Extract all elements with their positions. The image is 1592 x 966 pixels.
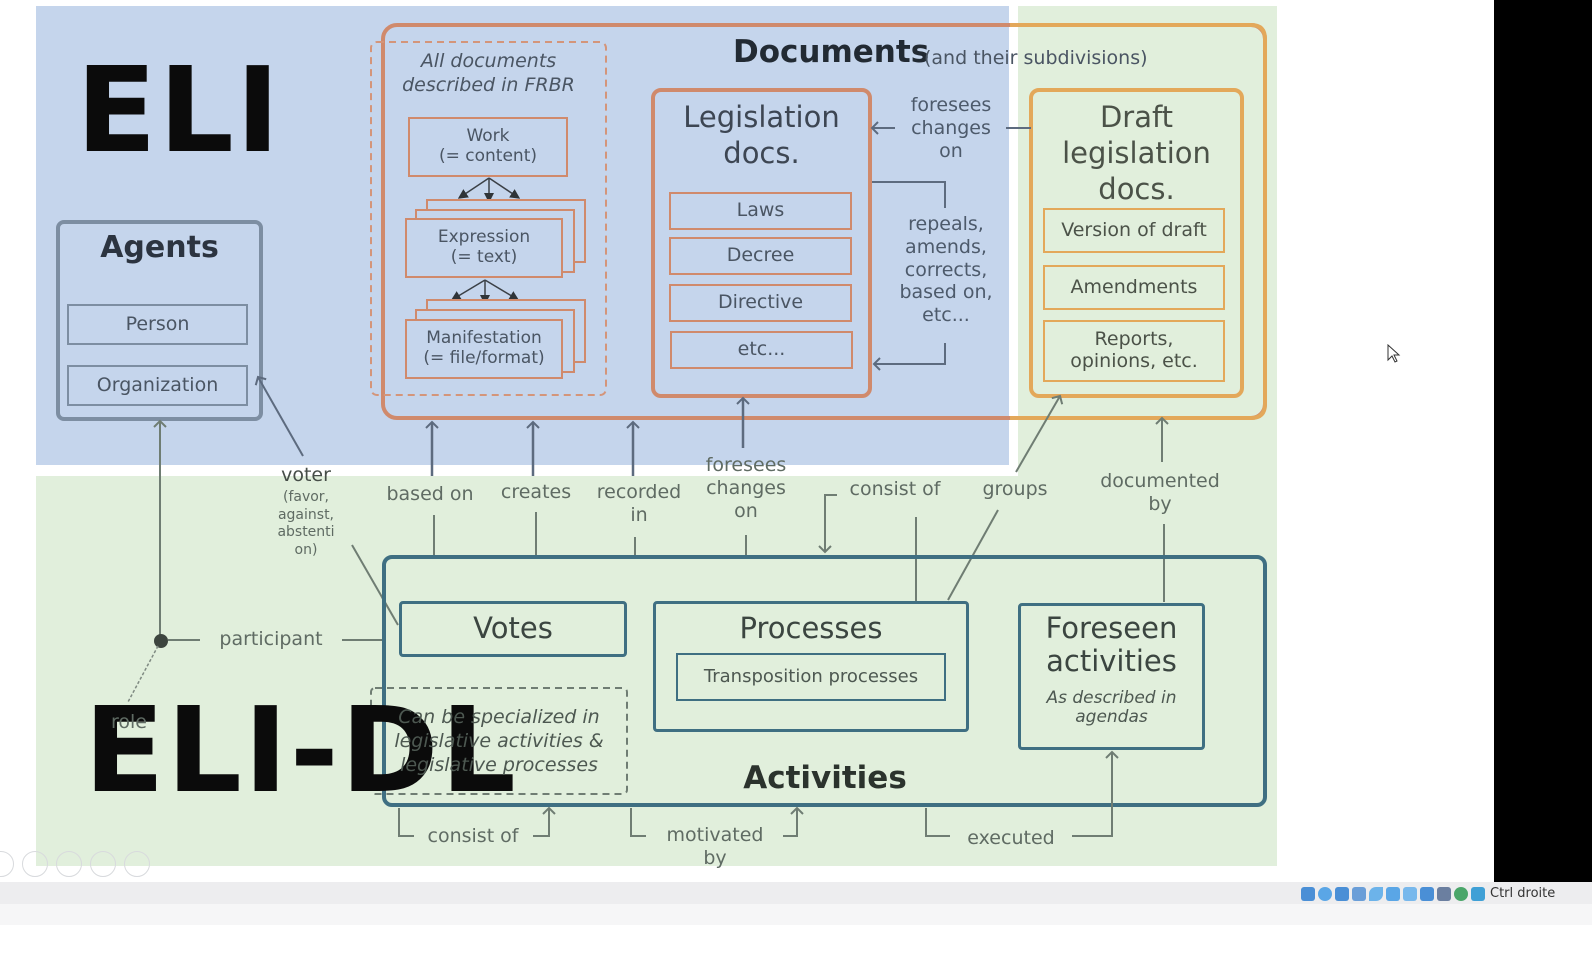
frbr-dashed-frame xyxy=(370,41,607,396)
activities-title: Activities xyxy=(743,760,907,796)
draft-item-amendments[interactable]: Amendments xyxy=(1043,265,1225,310)
manifestation-sublabel: (= file/format) xyxy=(423,348,545,368)
shared-folders-icon[interactable] xyxy=(1386,886,1400,901)
host-key-label: Ctrl droite xyxy=(1490,886,1556,901)
draft-frame xyxy=(1029,88,1244,398)
keyboard-icon[interactable] xyxy=(1471,886,1485,901)
based-on-label: based on xyxy=(386,483,474,505)
network-icon[interactable] xyxy=(1352,886,1366,901)
video-capture-icon[interactable] xyxy=(1420,886,1434,901)
repeals-amends-label: repeals, amends, corrects, based on, etc… xyxy=(899,213,993,327)
processes-title: Processes xyxy=(739,611,883,645)
status-tray: Ctrl droite xyxy=(1301,886,1555,901)
slideshow-controls xyxy=(0,851,150,877)
black-side-panel xyxy=(1494,0,1592,882)
agent-person[interactable]: Person xyxy=(67,304,248,345)
draft-title-line2: legislation xyxy=(1062,136,1211,170)
legislation-title-line2: docs. xyxy=(723,136,800,170)
work-label: Work xyxy=(466,126,510,147)
eli-dl-zone xyxy=(36,476,1277,866)
slides-overview-icon[interactable] xyxy=(22,851,48,877)
previous-slide-icon[interactable] xyxy=(0,851,14,877)
usb-icon[interactable] xyxy=(1369,886,1383,901)
executed-label: executed xyxy=(967,827,1055,849)
vm-status-bar xyxy=(0,882,1592,904)
specialized-note: Can be specialized in legislative activi… xyxy=(394,706,604,776)
agent-organization[interactable]: Organization xyxy=(67,365,248,406)
eli-dl-title: ELI-DL xyxy=(84,681,518,819)
frbr-title-line2: described in FRBR xyxy=(402,74,575,96)
frbr-manifestation-box[interactable]: Manifestation (= file/format) xyxy=(405,319,563,379)
votes-box[interactable]: Votes xyxy=(399,601,627,657)
mouse-cursor-icon xyxy=(1387,344,1401,363)
work-sublabel: (= content) xyxy=(439,146,537,166)
cpu-icon[interactable] xyxy=(1437,886,1451,901)
eli-title: ELI xyxy=(76,41,282,179)
specialized-dashed-frame xyxy=(370,687,628,795)
documents-title: Documents xyxy=(733,34,930,70)
creates-label: creates xyxy=(500,481,572,503)
audio-icon[interactable] xyxy=(1335,886,1349,901)
display-icon[interactable] xyxy=(1403,886,1417,901)
expression-sublabel: (= text) xyxy=(450,247,518,267)
motivated-by-label: motivated by xyxy=(666,824,764,869)
foreseen-title-line2: activities xyxy=(1046,644,1177,679)
role-label: role xyxy=(111,711,147,733)
documents-frame-right xyxy=(1010,23,1267,420)
draft-item-version[interactable]: Version of draft xyxy=(1043,208,1225,253)
consist-of-top-label: consist of xyxy=(849,478,941,500)
foresees-changes-on-label: foresees changes on xyxy=(705,454,787,522)
consist-of-bottom-label: consist of xyxy=(427,825,519,847)
frbr-expression-box[interactable]: Expression (= text) xyxy=(405,218,563,278)
legislation-item-directive[interactable]: Directive xyxy=(669,284,852,322)
draft-item-reports[interactable]: Reports, opinions, etc. xyxy=(1043,320,1225,382)
recorded-in-label: recorded in xyxy=(596,481,682,526)
foreseen-activities-box[interactable]: Foreseen activities As described in agen… xyxy=(1018,603,1205,750)
documented-by-label: documented by xyxy=(1100,470,1220,515)
draft-title-line3: docs. xyxy=(1098,172,1175,206)
vm-status-bar-lower xyxy=(0,904,1592,925)
zoom-icon[interactable] xyxy=(56,851,82,877)
transposition-processes-box[interactable]: Transposition processes xyxy=(676,653,946,702)
legislation-item-etc[interactable]: etc... xyxy=(670,331,853,369)
agents-title: Agents xyxy=(100,230,219,265)
optical-drive-icon[interactable] xyxy=(1318,886,1332,901)
agents-frame xyxy=(56,220,263,421)
manifestation-label: Manifestation xyxy=(426,328,542,349)
foreseen-note-line2: agendas xyxy=(1075,707,1148,728)
documents-subtitle: (and their subdivisions) xyxy=(924,47,1148,69)
foresees-changes-on-docs-label: foresees changes on xyxy=(910,94,992,162)
draft-title-line1: Draft xyxy=(1099,100,1174,134)
groups-label: groups xyxy=(982,478,1048,500)
legislation-item-decree[interactable]: Decree xyxy=(669,237,852,275)
frbr-title-line1: All documents xyxy=(420,50,557,72)
voter-note: (favor, against, abstenti on) xyxy=(277,489,335,558)
expression-label: Expression xyxy=(437,227,531,248)
more-options-icon[interactable] xyxy=(124,851,150,877)
hard-disk-icon[interactable] xyxy=(1301,886,1315,901)
legislation-item-laws[interactable]: Laws xyxy=(669,192,852,230)
participant-label: participant xyxy=(219,628,323,650)
legislation-frame xyxy=(651,88,872,398)
frbr-work-box[interactable]: Work (= content) xyxy=(408,117,568,177)
subtitles-icon[interactable] xyxy=(90,851,116,877)
foreseen-note-line1: As described in xyxy=(1046,687,1177,708)
foreseen-title-line1: Foreseen xyxy=(1045,611,1178,645)
processes-box[interactable]: Processes Transposition processes xyxy=(653,601,969,732)
activities-frame xyxy=(382,555,1267,807)
legislation-title-line1: Legislation xyxy=(683,100,840,134)
mouse-integration-icon[interactable] xyxy=(1454,886,1468,901)
voter-label: voter xyxy=(281,464,331,486)
